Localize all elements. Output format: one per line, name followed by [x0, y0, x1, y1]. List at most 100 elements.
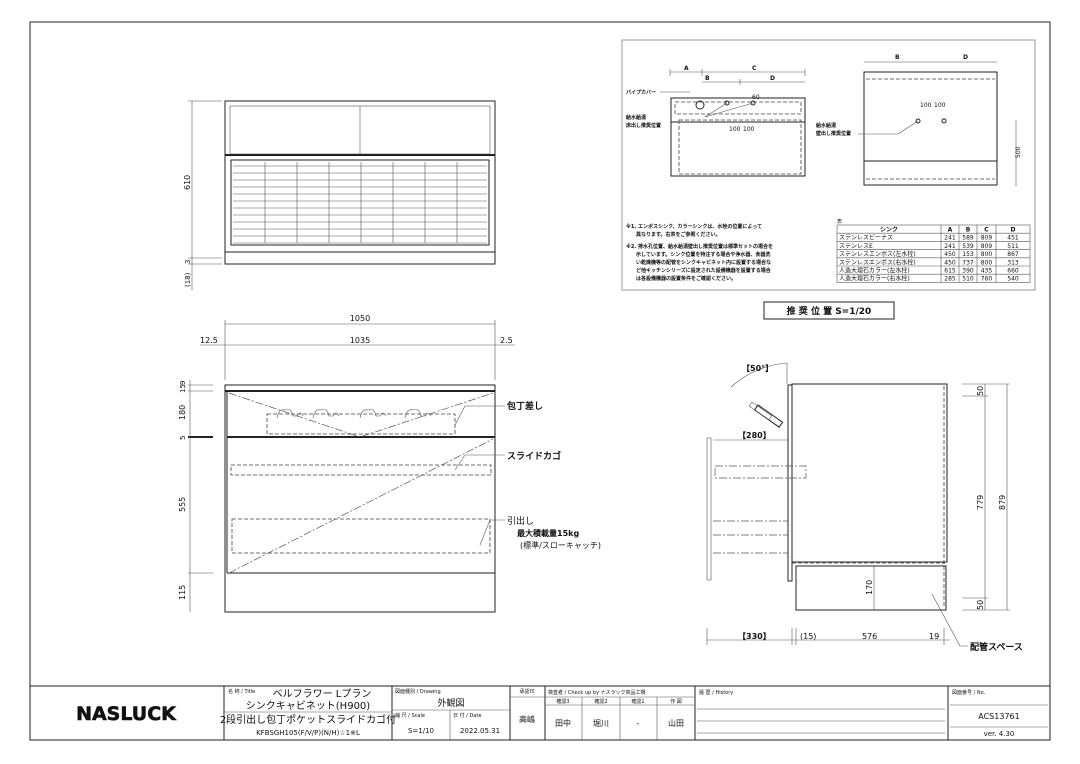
- version: ver. 4.30: [984, 730, 1015, 738]
- note-line: ※2. 排水孔位置、給水給湯壁出し推奨位置は標準セットの場合を: [626, 243, 773, 250]
- dim-b: B: [705, 75, 710, 82]
- dim-280: 【280】: [738, 430, 771, 440]
- dim-60: 60: [752, 94, 760, 101]
- dim-5: 5: [179, 436, 187, 440]
- pipe-cover-label: パイプカバー: [626, 89, 656, 96]
- pipe-cover-icon: [695, 100, 705, 110]
- title-line-2: シンクキャビネット(H900): [246, 700, 371, 712]
- checker-1: -: [637, 719, 640, 728]
- drawing-number: ACS13761: [978, 712, 1019, 721]
- dim-d: D: [770, 75, 775, 82]
- drawing-number-label: 図面番号 / No.: [952, 689, 986, 696]
- table-cell: 809: [981, 235, 993, 242]
- table-cell: 241: [944, 243, 956, 250]
- sink-plan-floor: A C B D 60 100 100 パイプカバー 給水給湯 床出し推奨位置: [626, 65, 806, 177]
- approval-label: 承認印: [519, 688, 534, 695]
- dim-115: 115: [178, 585, 187, 600]
- dim-2-5: 2.5: [500, 336, 513, 345]
- checker-3: 田中: [555, 718, 571, 728]
- table-cell: 450: [944, 251, 956, 258]
- table-cell: 737: [962, 259, 974, 266]
- table-cell: 435: [981, 268, 993, 275]
- cabinet-front-view: 1050 1035 12.5 2.5 15 9 180 5 555 115 包丁…: [178, 314, 601, 613]
- dim-100-b: 100: [743, 126, 755, 133]
- dim-170: 170: [865, 580, 874, 595]
- svg-text:NASLUCK: NASLUCK: [76, 703, 177, 725]
- drawer-type-label: (標準/スローキャッチ): [520, 540, 601, 550]
- dim-500: 500: [1015, 146, 1022, 158]
- nasluck-logo: NASLUCK: [76, 703, 178, 726]
- drawing-type: 外観図: [437, 697, 464, 709]
- dim-879: 879: [998, 495, 1007, 510]
- drawer-label: 引出し: [507, 515, 534, 527]
- checker-2: 堀川: [593, 719, 609, 728]
- date-label: 日 付 / Date: [453, 712, 481, 719]
- dim-576: 576: [862, 632, 877, 641]
- table-cell: 660: [1007, 268, 1019, 275]
- note-line: は各設備機器の設置条件をご確認ください。: [626, 275, 736, 282]
- table-cell: ステンレスビーナス: [839, 234, 893, 242]
- recommended-position-panel: A C B D 60 100 100 パイプカバー 給水給湯 床出し推奨位置 B…: [621, 39, 1036, 291]
- table-cell: 人造大理石カラー(左水栓): [839, 267, 910, 275]
- dim-555: 555: [178, 497, 187, 512]
- title-label: 名 称 / Title: [228, 688, 255, 695]
- title-block: NASLUCK 名 称 / Title ベルフラワー Lプラン シンクキャビネッ…: [29, 685, 1051, 741]
- table-cell: 539: [962, 243, 974, 250]
- sink-plan-wall: B D 100 100 500 給水給湯 壁出し推奨位置: [815, 54, 1022, 186]
- knife-icon: [276, 408, 304, 419]
- cabinet-side-view: 【50°】 【280】 【330】 (15) 576 19 170 50 779…: [706, 362, 1023, 653]
- knife-holder-label: 包丁差し: [506, 400, 543, 412]
- table-cell: ステンレスエンボス(右水栓): [839, 258, 916, 266]
- dim-19: 19: [929, 632, 939, 641]
- note-line: い乾燥機等の配管をシンクキャビネット内に設置する場合な: [626, 259, 771, 266]
- dim-1050: 1050: [350, 314, 370, 323]
- knife-icon: [359, 408, 387, 419]
- model-number: KFBSGH105(F/V/P)(N/H)☆1※L: [256, 729, 360, 737]
- table-header: C: [984, 227, 989, 234]
- dim-330: 【330】: [738, 631, 771, 641]
- check-header-3: 確認3: [556, 698, 569, 705]
- supply-wall-label-2: 壁出し推奨位置: [815, 130, 851, 137]
- dim-100-a: 100: [729, 126, 741, 133]
- cabinet-top-view: 610 3 (18): [183, 100, 496, 290]
- check-header-drafter: 作 図: [670, 698, 682, 705]
- table-cell: 800: [981, 251, 993, 258]
- note-line: 異なります。右表をご参照ください。: [626, 231, 721, 238]
- dim-610: 610: [183, 175, 192, 190]
- table-cell: 285: [944, 276, 956, 283]
- dim-18: (18): [184, 272, 192, 287]
- angle-50: 【50°】: [742, 363, 773, 373]
- table-cell: 800: [981, 259, 993, 266]
- note-line: 示しています。シンク位置を特注する場合や浄水器、食器洗: [626, 251, 770, 258]
- table-header: D: [1011, 227, 1016, 234]
- dim-c: C: [752, 65, 757, 72]
- check-header-2: 確認2: [594, 698, 607, 705]
- table-cell: 867: [1007, 251, 1019, 258]
- knife-icon: [404, 408, 432, 419]
- supply-floor-label-2: 床出し推奨位置: [626, 122, 661, 129]
- drawer-load-label: 最大積載量15kg: [517, 528, 579, 538]
- scale-label: 縮 尺 / Scale: [395, 712, 425, 719]
- dim-9: 9: [179, 381, 187, 385]
- note-line: ※1. エンボスシンク、カラーシンクは、水栓の位置によって: [626, 223, 762, 230]
- table-cell: 809: [981, 243, 993, 250]
- dim-1035: 1035: [350, 336, 370, 345]
- table-caption: 表: [837, 218, 842, 225]
- slide-basket-label: スライドカゴ: [507, 450, 561, 462]
- supply-wall-label-1: 給水給湯: [816, 122, 836, 129]
- notes: ※1. エンボスシンク、カラーシンクは、水栓の位置によって 異なります。右表をご…: [626, 223, 773, 282]
- table-cell: 510: [962, 276, 974, 283]
- knife-icon: [312, 408, 340, 419]
- dim-a: A: [684, 65, 689, 72]
- table-cell: 241: [944, 235, 956, 242]
- supply-floor-label-1: 給水給湯: [626, 114, 646, 121]
- dim-b-right: B: [895, 54, 900, 61]
- approver: 高嶋: [519, 714, 535, 724]
- table-cell: 人造大理石カラー(右水栓): [839, 275, 910, 283]
- note-line: ど他キッチンシリーズに設定された設備機器を設置する場合: [626, 267, 772, 274]
- piping-space-label: 配管スペース: [970, 641, 1023, 653]
- dim-779: 779: [976, 495, 985, 510]
- dim-d-right: D: [963, 54, 968, 61]
- panel-caption: 推 奨 位 置 S=1/20: [787, 305, 872, 317]
- history-label: 履 歴 / History: [699, 690, 733, 696]
